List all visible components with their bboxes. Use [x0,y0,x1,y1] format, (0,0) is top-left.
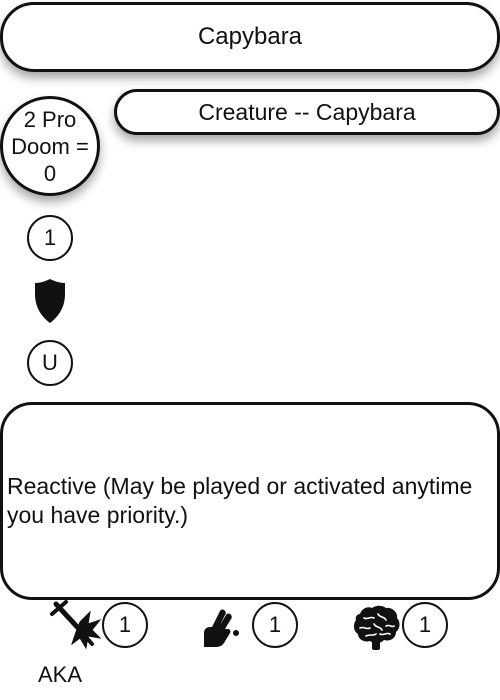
type-line: Creature -- Capybara [114,89,500,135]
cost-circle: 2 Pro Doom = 0 [0,96,100,196]
power-value: 1 [43,225,57,250]
shield-icon [35,279,65,323]
cost-line-2: Doom = [11,133,89,159]
card-name-text: Capybara [197,23,303,50]
cost-line-3: 0 [43,160,57,186]
type-line-text: Creature -- Capybara [198,98,416,125]
cost-line-1: 2 Pro [23,106,77,132]
stat-value-hand: 1 [268,612,282,637]
hand-icon [204,609,239,647]
card-name: Capybara [0,2,500,72]
stat-value-sword: 1 [118,612,132,637]
rarity-circle: U [27,340,73,386]
power-circle: 1 [27,215,73,261]
stat-circle-sword: 1 [102,602,148,648]
rules-text-box: Reactive (May be played or activated any… [0,402,500,600]
brain-icon [353,605,400,650]
sword-icon [50,600,102,650]
aka-label: AKA [38,662,83,687]
stat-circle-brain: 1 [402,602,448,648]
stat-value-brain: 1 [418,612,432,637]
rarity-value: U [42,350,58,375]
stat-circle-hand: 1 [252,602,298,648]
rules-text: Reactive (May be played or activated any… [7,473,473,528]
